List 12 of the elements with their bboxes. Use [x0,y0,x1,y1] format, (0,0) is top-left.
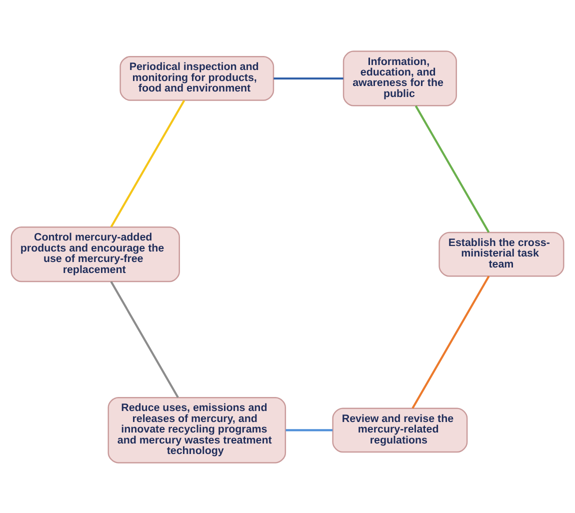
connector [414,104,490,232]
node-box: Review and revise the mercury-related regulations [332,407,468,452]
connector [110,99,186,227]
node-box: Periodical inspection and monitoring for products, food and environment [120,56,274,100]
node-box: Information, education, and awareness for the public [342,50,457,106]
node-box: Reduce uses, emissions and releases of mercury, and innovate recycling programs and mercury wastes treatment technology [108,396,286,463]
connector [412,275,490,408]
connector [286,428,333,431]
node-box: Control mercury-added products and encourage the use of mercury-free replacement [10,226,180,282]
connector [110,280,179,398]
node-box: Establish the cross-ministerial task team [438,231,564,276]
connector [274,76,344,79]
